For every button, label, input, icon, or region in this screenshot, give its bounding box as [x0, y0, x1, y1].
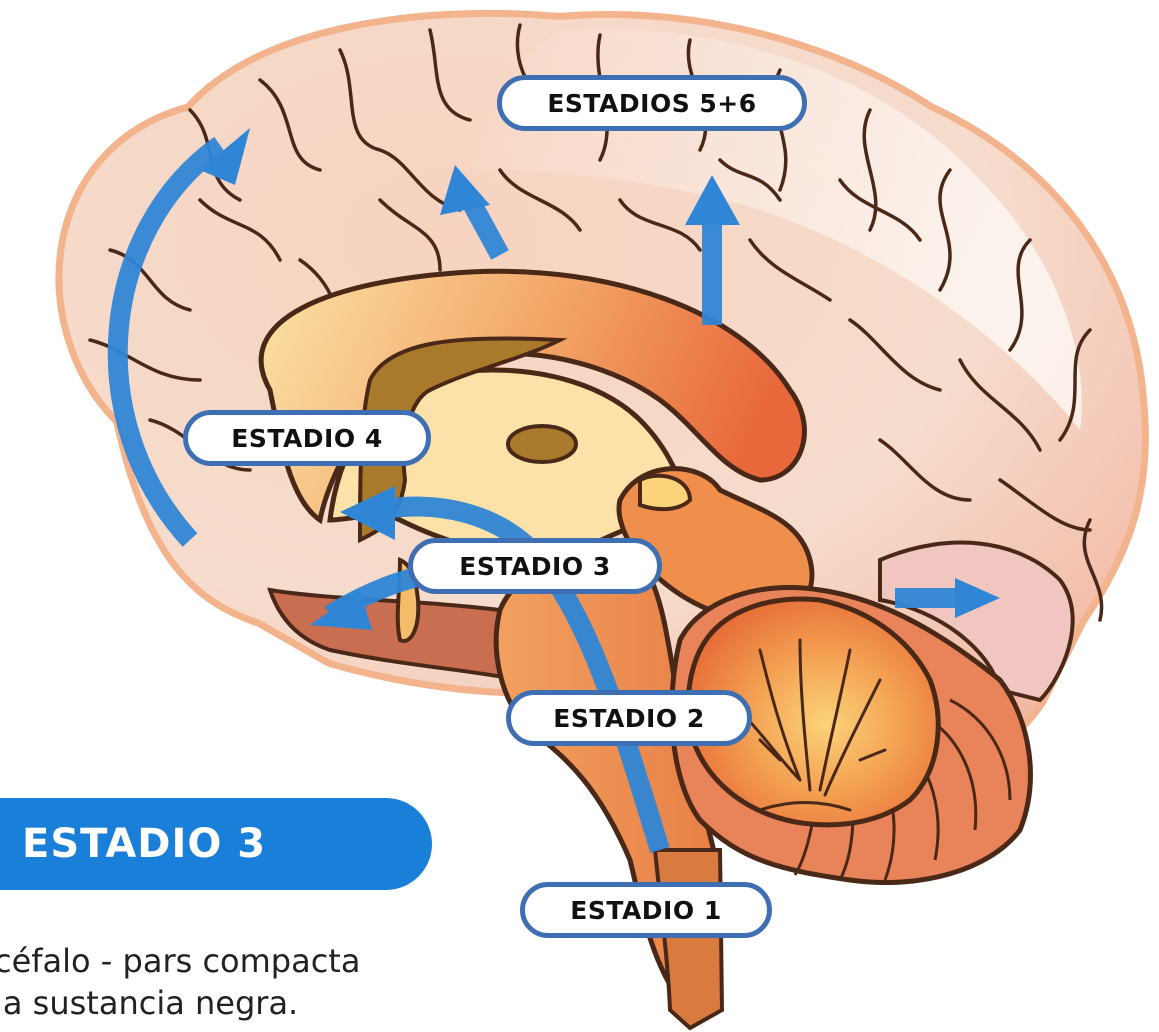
occipital-lower: [878, 540, 1075, 703]
spread-arrow-icon: [200, 128, 1000, 630]
spinal-cord: [652, 848, 725, 1031]
stage-description: céfalo - pars compacta la sustancia negr…: [0, 940, 360, 1024]
stage-label-5-6: ESTADIOS 5+6: [497, 75, 807, 131]
stage-description-line-1: céfalo - pars compacta: [0, 942, 361, 980]
pineal: [638, 473, 693, 512]
stage-description-line-2: la sustancia negra.: [0, 984, 299, 1022]
corpus-callosum: [258, 268, 807, 525]
current-stage-title: ESTADIO 3: [22, 821, 267, 867]
stage-label-4: ESTADIO 4: [183, 410, 431, 466]
stage-label-3: ESTADIO 3: [408, 538, 662, 594]
stage-label-1: ESTADIO 1: [520, 882, 772, 938]
stage-label-2: ESTADIO 2: [506, 690, 752, 746]
current-stage-banner: ESTADIO 3: [0, 798, 432, 890]
massa-intermedia: [506, 424, 578, 464]
